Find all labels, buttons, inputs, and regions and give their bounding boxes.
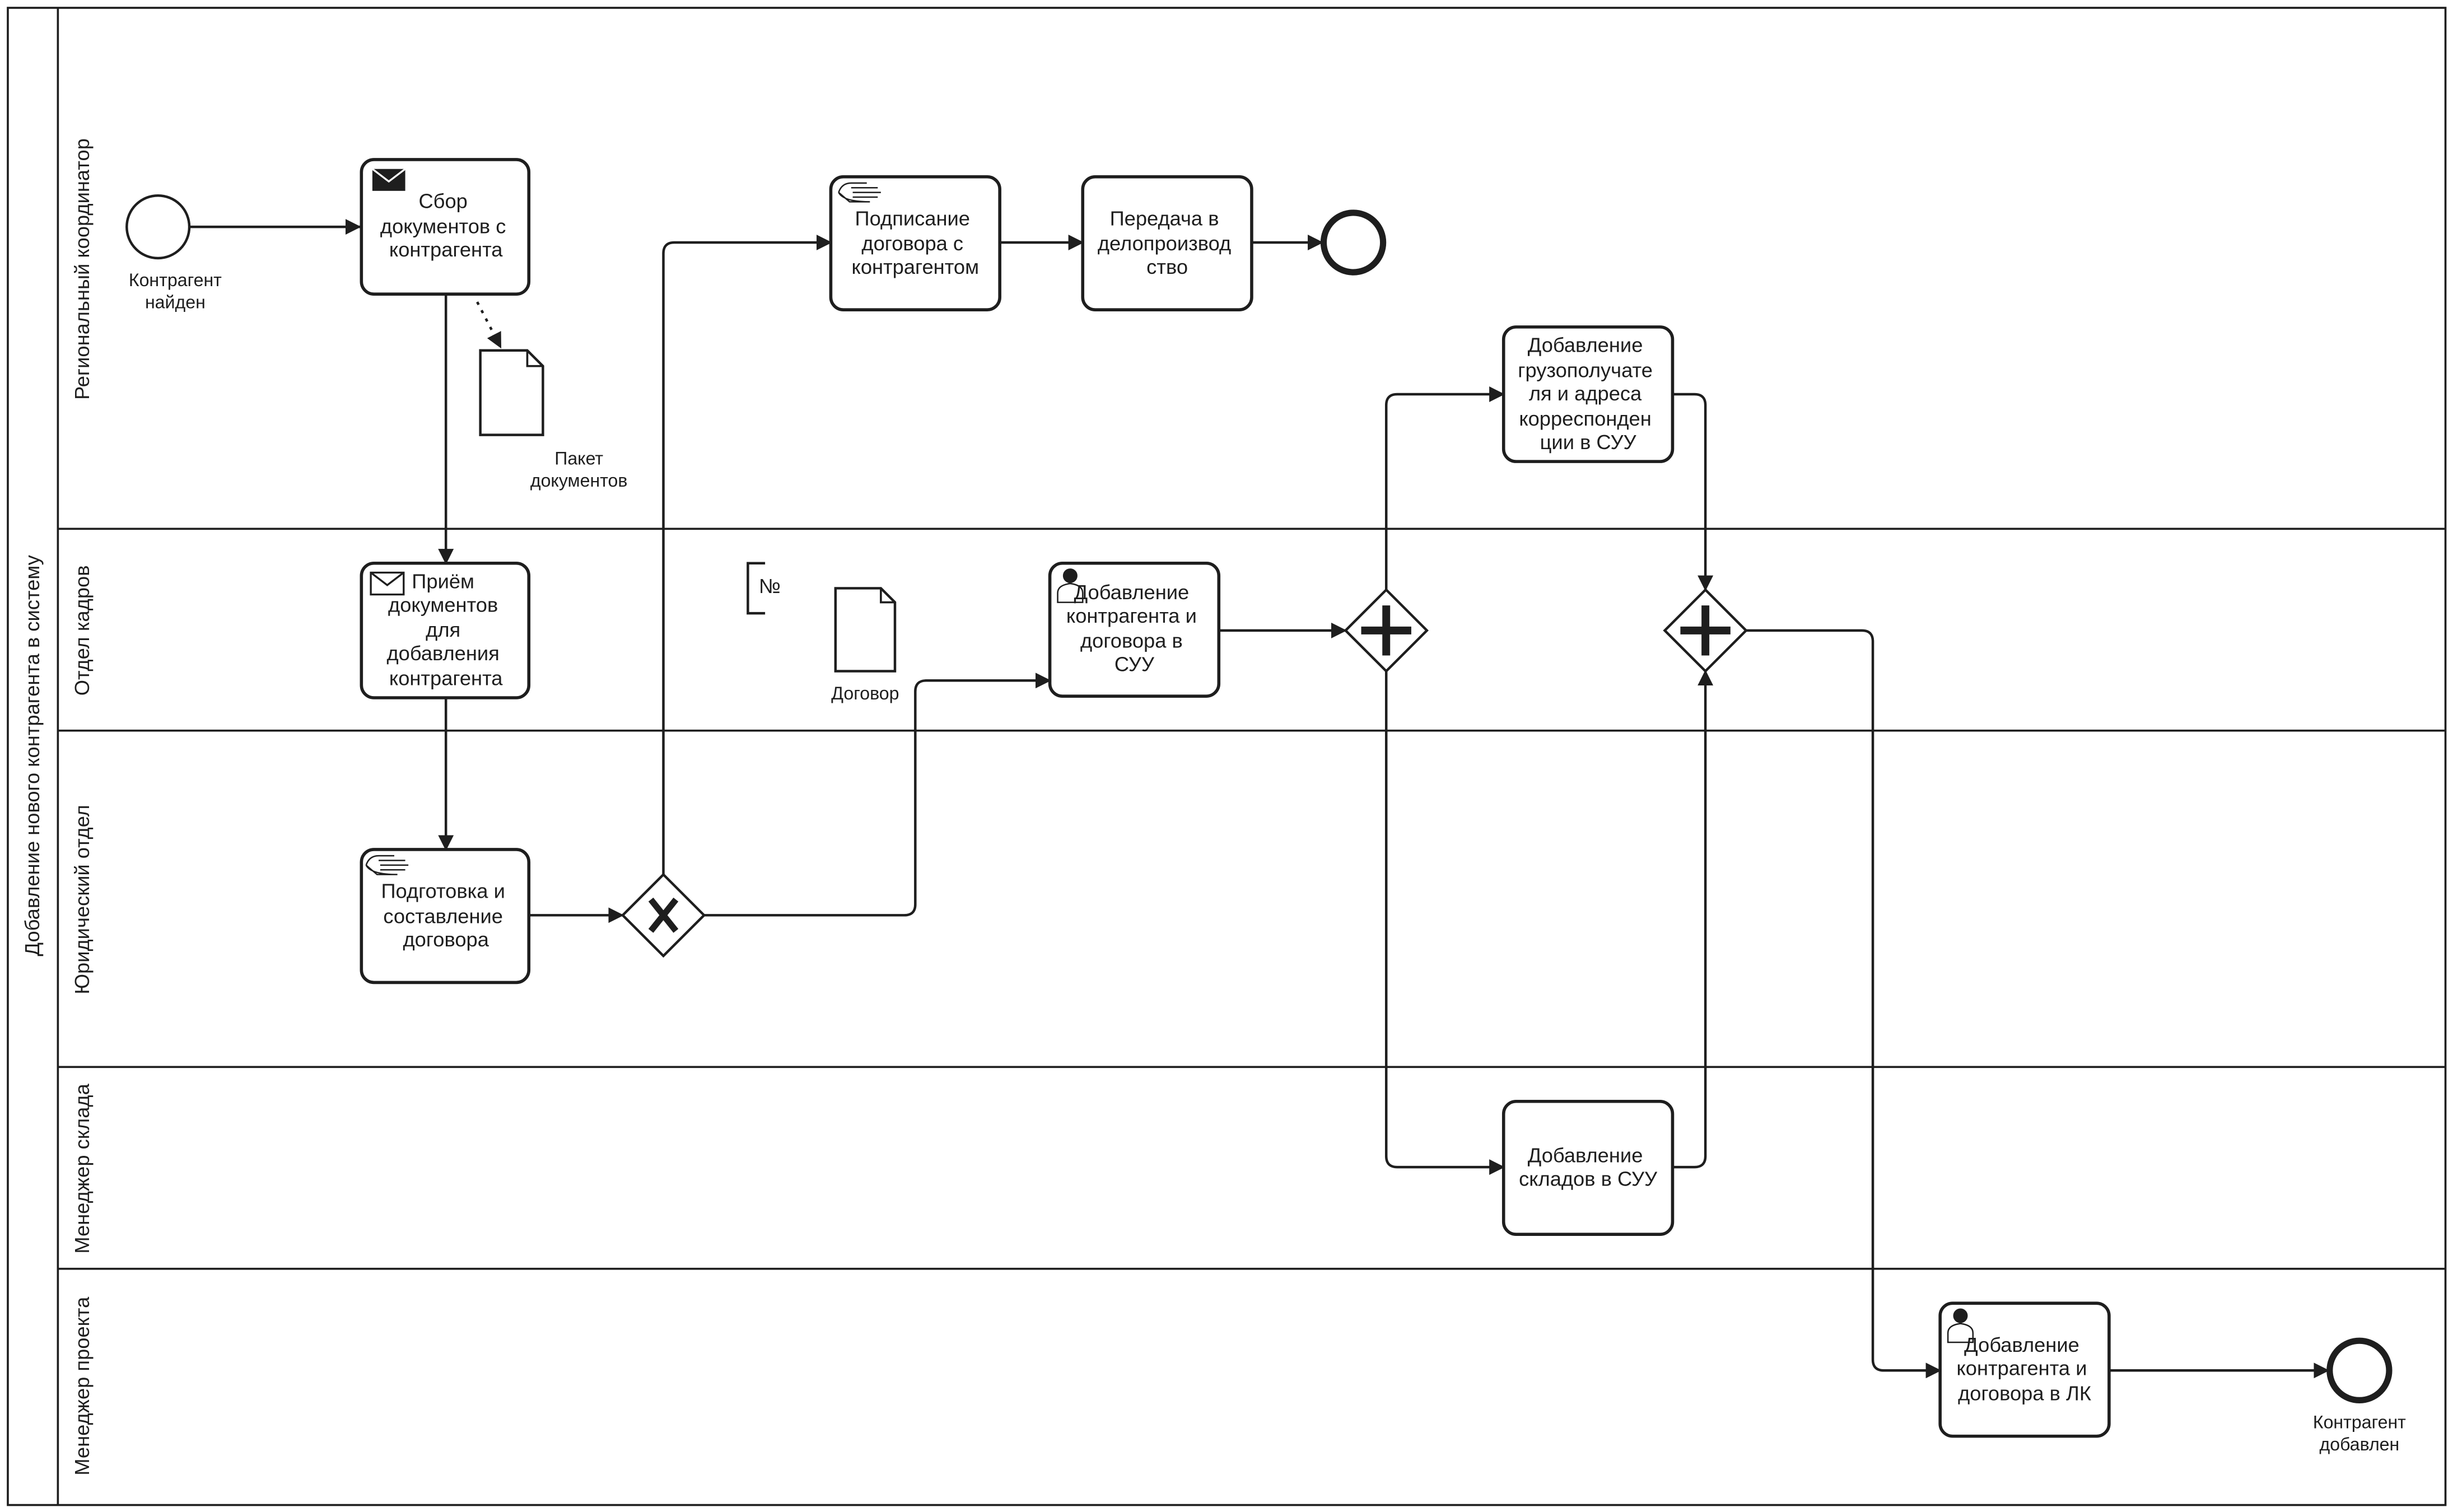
task-receive-line-1: Приём — [412, 570, 474, 592]
start-event-label-line-1: Контрагент — [129, 270, 222, 290]
receive-message-icon — [370, 571, 405, 596]
task-receive-line-2: документов — [388, 593, 498, 616]
lane-label-legal: Юридический отдел — [71, 805, 94, 995]
lane-label-hr: Отдел кадров — [71, 565, 94, 696]
user-task-icon — [1057, 568, 1084, 603]
task-consignee-line-4: корреспонден — [1519, 407, 1651, 430]
task-warehouses-line-1: Добавление — [1528, 1144, 1643, 1167]
task-receive-line-3: для — [426, 618, 460, 641]
end-event-final[interactable] — [2326, 1337, 2393, 1403]
task-signing[interactable]: Подписание договора с контрагентом — [829, 175, 1001, 311]
sequence-flows — [189, 219, 2330, 1379]
flow-xor-to-signing[interactable] — [662, 235, 832, 875]
task-add-suu-line-4: СУУ — [1114, 652, 1155, 675]
data-object-package-label-line-2: документов — [530, 470, 628, 491]
task-signing-line-1: Подписание — [855, 207, 970, 230]
task-receive-line-5: контрагента — [389, 667, 503, 690]
end-event-label-line-1: Контрагент — [2313, 1412, 2406, 1432]
flow-xor-to-add-suu[interactable] — [704, 673, 1051, 917]
end-event-label-line-2: добавлен — [2320, 1434, 2400, 1454]
task-add-lk-line-3: договора в ЛК — [1958, 1382, 2091, 1404]
task-transfer-line-3: ство — [1146, 255, 1188, 278]
plus-marker-icon — [1680, 605, 1731, 656]
task-prepare-line-2: составление — [383, 904, 503, 927]
task-transfer[interactable]: Передача в делопроизвод ство — [1081, 175, 1253, 311]
task-add-lk-line-2: контрагента и — [1957, 1357, 2087, 1380]
svg-text:Добавление грузополуча: Добавление грузополучате ля и адреса кор… — [1518, 334, 1658, 454]
gateway-parallel-join[interactable] — [1663, 588, 1748, 673]
svg-text:Добавление складов в С: Добавление складов в СУУ — [1519, 1144, 1658, 1191]
task-transfer-line-2: делопроизвод — [1098, 232, 1231, 255]
task-add-suu[interactable]: Добавление контрагента и договора в СУУ — [1048, 561, 1221, 698]
task-prepare-line-3: договора — [403, 928, 489, 951]
svg-text:Приём документов: Приём документов для добавления контраге… — [387, 570, 505, 689]
pool — [7, 7, 2447, 1506]
x-marker-icon — [648, 897, 679, 933]
user-task-icon — [1947, 1308, 1974, 1343]
flow-consignee-to-join[interactable] — [1672, 393, 1714, 591]
task-add-suu-line-2: контрагента и — [1066, 604, 1197, 627]
svg-text:Подписание договора с: Подписание договора с контрагентом — [852, 207, 980, 278]
task-add-lk[interactable]: Добавление контрагента и договора в ЛК — [1938, 1301, 2111, 1438]
task-prepare[interactable]: Подготовка и составление договора — [360, 848, 531, 984]
task-receive[interactable]: Приём документов для добавления контраге… — [360, 561, 531, 699]
flow-join-to-add-lk[interactable] — [1746, 629, 1942, 1379]
manual-task-icon — [365, 855, 409, 875]
lane-label-warehouse: Менеджер склада — [71, 1083, 94, 1253]
task-consignee[interactable]: Добавление грузополучате ля и адреса кор… — [1501, 325, 1675, 463]
task-consignee-line-2: грузополучате — [1518, 358, 1653, 381]
svg-text:Добавление контрагента: Добавление контрагента и договора в ЛК — [1957, 1333, 2093, 1405]
task-collect-line-3: контрагента — [389, 238, 503, 261]
gateway-exclusive[interactable] — [621, 872, 706, 958]
start-event-label-line-2: найден — [145, 292, 206, 312]
task-consignee-line-1: Добавление — [1528, 334, 1643, 357]
plus-marker-icon — [1361, 605, 1411, 656]
svg-text:Подготовка и составлен: Подготовка и составление договора — [381, 880, 511, 951]
task-collect[interactable]: Сбор документов с контрагента — [360, 158, 531, 296]
task-signing-line-3: контрагентом — [852, 255, 980, 278]
task-consignee-line-5: ции в СУУ — [1540, 431, 1637, 454]
data-object-contract-label: Договор — [831, 683, 899, 703]
svg-text:Добавление контрагента: Добавление контрагента и договора в СУУ — [1066, 581, 1202, 676]
lane-label-regional: Региональный координатор — [71, 138, 94, 400]
flow-fork-to-consignee[interactable] — [1384, 386, 1505, 590]
task-signing-line-2: договора с — [861, 232, 963, 255]
end-event-signing[interactable] — [1320, 209, 1387, 276]
send-message-icon — [371, 168, 406, 191]
task-receive-line-4: добавления — [387, 642, 500, 665]
data-object-package-label-line-1: Пакет — [554, 449, 603, 469]
text-annotation[interactable]: № — [747, 562, 781, 615]
task-add-lk-line-1: Добавление — [1964, 1333, 2079, 1356]
task-prepare-line-1: Подготовка и — [381, 880, 505, 903]
task-collect-line-2: документов с — [380, 214, 506, 237]
task-transfer-line-1: Передача в — [1110, 207, 1219, 230]
data-object-contract[interactable] — [834, 587, 897, 673]
task-warehouses[interactable]: Добавление складов в СУУ — [1501, 1099, 1675, 1236]
flow-fork-to-warehouses[interactable] — [1384, 671, 1505, 1175]
svg-text:Сбор документов с: Сбор документов с контрагента — [380, 190, 512, 262]
lane-label-project: Менеджер проекта — [71, 1296, 94, 1476]
data-object-package[interactable] — [479, 349, 544, 436]
task-consignee-line-3: ля и адреса — [1529, 382, 1642, 405]
task-collect-line-1: Сбор — [418, 190, 467, 213]
task-add-suu-line-3: договора в — [1080, 629, 1183, 652]
svg-text:Передача в делопроизво: Передача в делопроизвод ство — [1098, 207, 1237, 278]
manual-task-icon — [838, 182, 881, 203]
start-event[interactable] — [125, 194, 191, 260]
task-warehouses-line-2: складов в СУУ — [1519, 1168, 1658, 1191]
task-add-suu-line-1: Добавление — [1074, 581, 1190, 604]
pool-label: Добавление нового контрагента в систему — [21, 554, 44, 956]
text-annotation-label: № — [759, 575, 781, 598]
flow-warehouses-to-join[interactable] — [1672, 670, 1714, 1169]
gateway-parallel-fork[interactable] — [1344, 588, 1429, 673]
